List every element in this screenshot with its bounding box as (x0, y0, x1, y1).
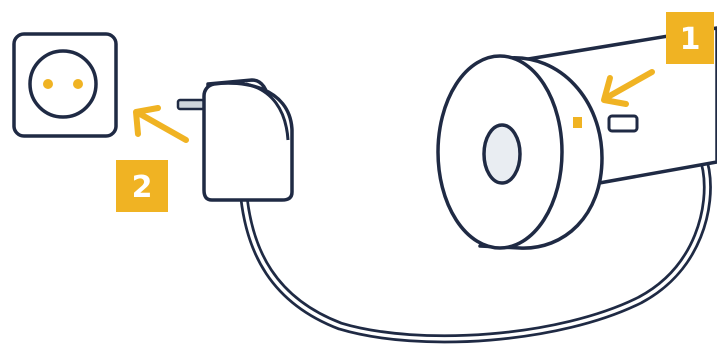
arrow-icon (136, 108, 186, 140)
step-number: 2 (132, 170, 153, 205)
step-badge-1: 1 (666, 12, 714, 64)
power-adapter-icon (178, 80, 292, 200)
wall-socket-icon (14, 34, 116, 136)
step-badge-2: 2 (116, 160, 168, 212)
step-number: 1 (680, 22, 701, 57)
